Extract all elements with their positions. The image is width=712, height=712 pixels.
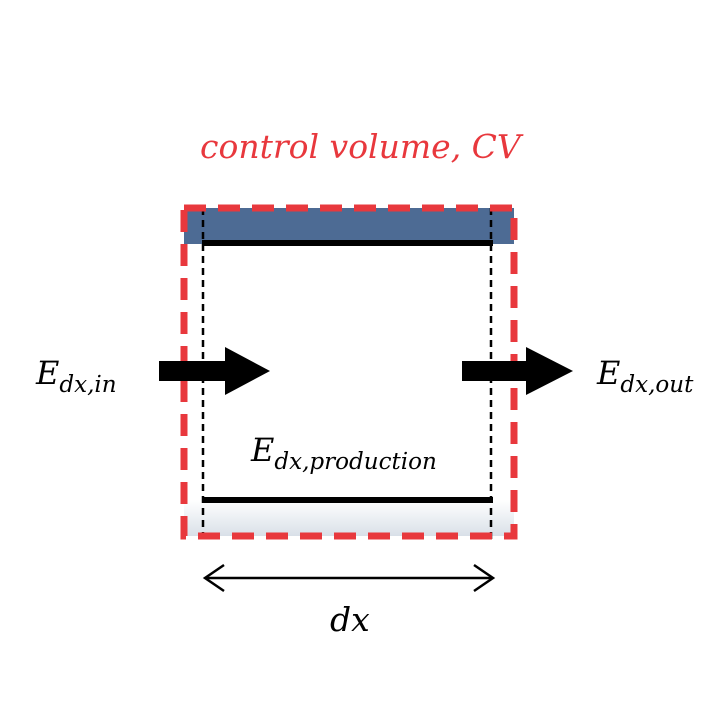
control-volume-title: control volume, CV (200, 127, 521, 166)
bottom-plate (184, 500, 514, 536)
arrow-right-icon (159, 347, 270, 395)
energy-production-subscript: dx,production (274, 449, 437, 476)
energy-symbol: E (597, 354, 621, 392)
energy-in-subscript: dx,in (59, 372, 117, 399)
energy-symbol: E (251, 431, 275, 469)
width-label: dx (330, 600, 370, 639)
energy-in-label: Edx,in (36, 357, 117, 397)
top-plate (184, 208, 514, 244)
energy-symbol: E (36, 354, 60, 392)
double-arrow-icon (202, 563, 496, 593)
energy-out-label: Edx,out (597, 357, 693, 397)
energy-out-subscript: dx,out (620, 372, 694, 399)
energy-production-label: Edx,production (251, 434, 437, 474)
arrow-right-icon (462, 347, 573, 395)
